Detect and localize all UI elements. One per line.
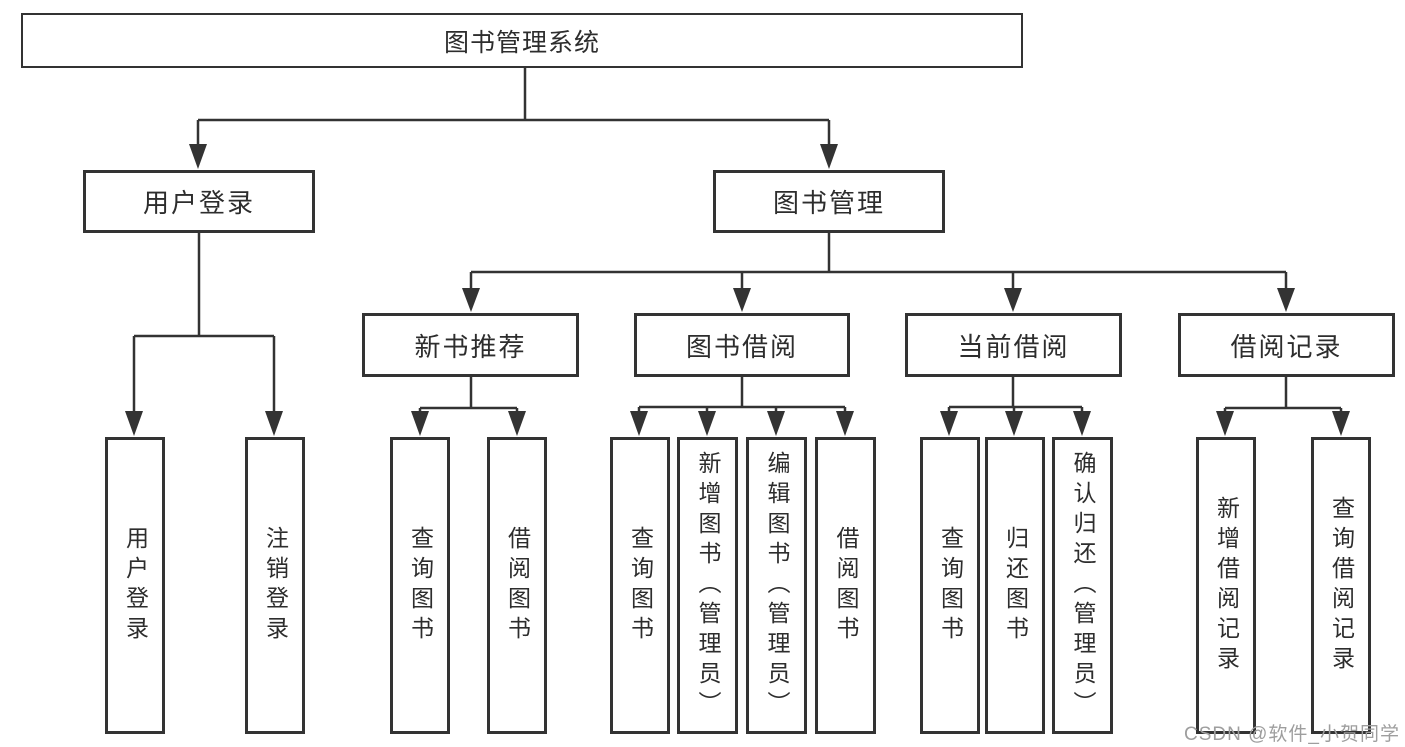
node-label: 新书推荐 [414, 331, 527, 362]
node-book-borrow: 图书借阅 [634, 313, 850, 377]
leaf-borrow-query-books: 查询图书 [610, 437, 670, 734]
node-new-book-recommend: 新书推荐 [362, 313, 579, 377]
leaf-label: 归还图书 [1002, 525, 1029, 646]
leaf-label: 查询图书 [407, 525, 434, 646]
leaf-return-books: 归还图书 [985, 437, 1045, 734]
node-book-management: 图书管理 [713, 170, 945, 233]
leaf-label: 查询图书 [627, 525, 654, 646]
leaf-label: 注销登录 [262, 525, 289, 646]
leaf-recommend-borrow-books: 借阅图书 [487, 437, 547, 734]
node-current-borrow: 当前借阅 [905, 313, 1122, 377]
node-user-login: 用户登录 [83, 170, 315, 233]
leaf-label: 查询借阅记录 [1328, 495, 1355, 676]
node-label: 用户登录 [142, 188, 255, 218]
leaf-label: 用户登录 [122, 525, 149, 646]
node-borrow-records: 借阅记录 [1178, 313, 1395, 377]
leaf-label: 确认归还（管理员） [1070, 450, 1096, 721]
leaf-label: 新增借阅记录 [1213, 495, 1240, 676]
leaf-logout: 注销登录 [245, 437, 305, 734]
leaf-label: 查询图书 [937, 525, 964, 646]
leaf-label: 借阅图书 [504, 525, 531, 646]
leaf-current-query-books: 查询图书 [920, 437, 980, 734]
node-label: 当前借阅 [957, 331, 1070, 362]
node-label: 图书管理 [772, 188, 885, 218]
leaf-borrow-books: 借阅图书 [815, 437, 876, 734]
leaf-user-login: 用户登录 [105, 437, 165, 734]
node-label: 图书管理系统 [443, 28, 600, 57]
leaf-query-borrow-record: 查询借阅记录 [1311, 437, 1371, 734]
leaf-label: 新增图书（管理员） [695, 450, 721, 721]
leaf-edit-book-admin: 编辑图书（管理员） [746, 437, 807, 734]
node-label: 借阅记录 [1230, 331, 1343, 362]
leaf-add-book-admin: 新增图书（管理员） [677, 437, 738, 734]
leaf-confirm-return-admin: 确认归还（管理员） [1052, 437, 1113, 734]
leaf-label: 编辑图书（管理员） [764, 450, 790, 721]
leaf-add-borrow-record: 新增借阅记录 [1196, 437, 1256, 734]
csdn-watermark: CSDN @软件_小贺同学 [1184, 724, 1400, 745]
node-label: 图书借阅 [685, 331, 798, 362]
node-library-system: 图书管理系统 [21, 13, 1023, 68]
leaf-label: 借阅图书 [833, 525, 859, 646]
leaf-recommend-query-books: 查询图书 [390, 437, 450, 734]
arrowheads [125, 144, 1350, 436]
